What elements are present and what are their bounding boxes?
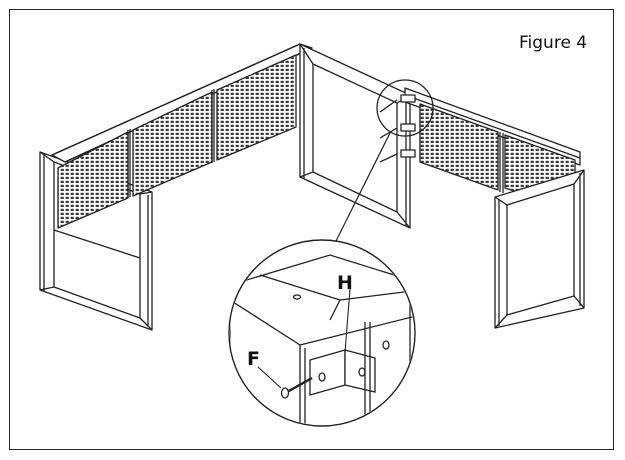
corner-brackets (379, 94, 416, 163)
right-leg (494, 169, 585, 329)
corner-leg (299, 43, 411, 229)
callout-f-label: F (247, 348, 260, 370)
desk-frame (39, 43, 585, 331)
magnified-detail (228, 239, 416, 427)
detail-leader-line (334, 132, 391, 244)
detail-source-circle (376, 79, 434, 137)
figure-title: Figure 4 (519, 33, 588, 53)
rear-mesh-panels (57, 54, 297, 229)
figure-frame (9, 9, 614, 450)
callout-h-label: H (337, 272, 353, 294)
